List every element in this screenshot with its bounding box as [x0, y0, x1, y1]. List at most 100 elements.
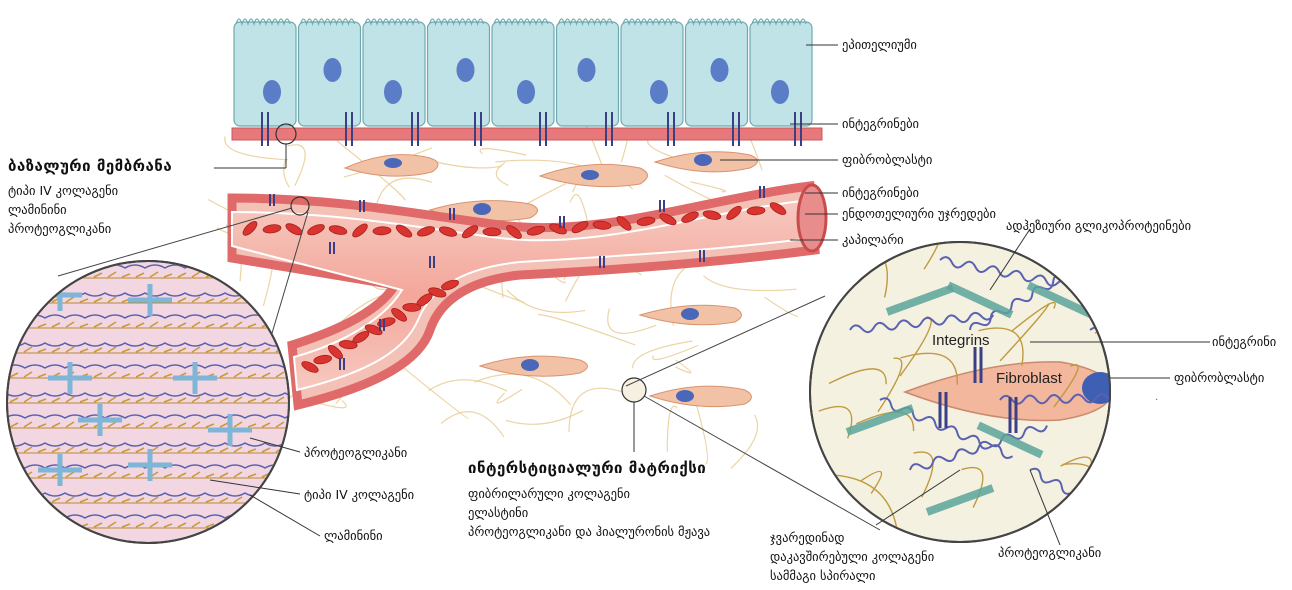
basement-membrane-item: ლამინინი	[8, 200, 118, 219]
proteoglycan-bristle	[24, 522, 32, 527]
label-proteoglycan-right: პროტეოგლიკანი	[998, 545, 1101, 561]
basement-membrane-title: ბაზალური მემბრანა	[8, 157, 172, 175]
proteoglycan-bristle	[290, 299, 298, 302]
proteoglycan-bristle	[262, 523, 270, 527]
proteoglycan-bristle	[38, 274, 46, 277]
proteoglycan-bristle	[10, 273, 18, 277]
proteoglycan-bristle	[66, 522, 74, 527]
proteoglycan-bristle	[290, 499, 298, 502]
label-integrin-right: ინტეგრინი	[1212, 334, 1276, 350]
proteoglycan-bristle	[290, 274, 298, 277]
proteoglycan-bristle	[290, 424, 298, 427]
matrix-fiber	[675, 360, 691, 373]
proteoglycan-bristle	[220, 273, 228, 277]
matrix-fiber	[653, 345, 699, 359]
crosslinked-collagen-label: ჯვარედინად დაკავშირებული კოლაგენი სამმაგ…	[770, 528, 934, 585]
red-blood-cell	[483, 228, 501, 237]
label-integrins-capillary: ინტეგრინები	[842, 185, 919, 201]
proteoglycan-bristle	[10, 473, 18, 477]
proteoglycan-bristle	[248, 299, 256, 302]
zoom-marker-matrix	[622, 378, 646, 402]
epithelium-cells	[234, 19, 812, 126]
label-fibroblast-top: ფიბრობლასტი	[842, 152, 932, 168]
matrix-fiber	[287, 145, 305, 186]
proteoglycan-bristle	[24, 297, 32, 302]
matrix-fiber	[441, 412, 504, 437]
crosslinked-collagen-line: ჯვარედინად	[770, 528, 934, 547]
proteoglycan-bristle	[248, 274, 256, 277]
interstitial-matrix-item: ელასტინი	[468, 503, 710, 522]
fibroblast-circle-label: Fibroblast	[996, 370, 1062, 387]
stray-dot: .	[1155, 392, 1158, 403]
matrix-fiber	[633, 341, 693, 368]
matrix-fiber	[667, 406, 677, 452]
matrix-fiber	[397, 362, 469, 418]
epithelial-cell	[621, 22, 683, 126]
proteoglycan-bristle	[276, 322, 284, 327]
crosslinked-collagen-line: დაკავშირებული კოლაგენი	[770, 547, 934, 566]
interstitial-matrix-item: პროტეოგლიკანი და ჰიალურონის მჟავა	[468, 522, 710, 541]
proteoglycan-bristle	[276, 472, 284, 477]
matrix-fiber	[690, 182, 725, 192]
cell-nucleus	[384, 80, 402, 104]
cell-nucleus	[771, 80, 789, 104]
epithelial-cell	[750, 22, 812, 126]
interstitial-matrix-components: ფიბრილარული კოლაგენი ელასტინი პროტეოგლიკ…	[468, 484, 710, 541]
matrix-fiber	[697, 405, 708, 464]
proteoglycan-bristle	[52, 273, 60, 277]
proteoglycan-bristle	[24, 272, 32, 277]
crosslinked-collagen-line: სამმაგი სპირალი	[770, 566, 934, 585]
matrix-fiber	[569, 388, 623, 432]
cell-nucleus	[578, 58, 596, 82]
proteoglycan-bristle	[10, 323, 18, 327]
epithelial-cell	[363, 22, 425, 126]
cell-nucleus	[711, 58, 729, 82]
cell-nucleus	[263, 80, 281, 104]
proteoglycan-bristle	[290, 324, 298, 327]
matrix-fiber	[538, 315, 635, 346]
fibroblast-zoom-nucleus	[1082, 372, 1118, 404]
proteoglycan-bristle	[290, 524, 298, 527]
proteoglycan-bristle	[10, 523, 18, 527]
interstitial-matrix-title: ინტერსტიციალური მატრიქსი	[468, 459, 706, 477]
proteoglycan-bristle	[234, 522, 242, 527]
label-fibroblast-right: ფიბრობლასტი	[1174, 370, 1264, 386]
label-proteoglycan-left: პროტეოგლიკანი	[304, 445, 407, 461]
proteoglycan-bristle	[276, 497, 284, 502]
matrix-fiber	[570, 194, 587, 221]
proteoglycan-bristle	[276, 272, 284, 277]
proteoglycan-bristle	[276, 522, 284, 527]
proteoglycan-bristle	[52, 523, 60, 527]
basement-membrane-item: ტიპი IV კოლაგენი	[8, 181, 118, 200]
proteoglycan-bristle	[10, 498, 18, 502]
proteoglycan-bristle	[38, 299, 46, 302]
red-blood-cell	[403, 303, 421, 311]
cell-nucleus	[457, 58, 475, 82]
matrix-fiber	[428, 380, 507, 391]
matrix-fiber	[764, 297, 797, 317]
integrins-circle-label: Integrins	[932, 332, 990, 349]
matrix-fiber	[731, 415, 758, 469]
triple-helix-collagen	[1089, 326, 1230, 373]
proteoglycan-bristle	[38, 524, 46, 527]
label-collagen-left: ტიპი IV კოლაგენი	[304, 487, 414, 503]
matrix-fiber	[497, 389, 522, 403]
fibroblast-cell	[650, 386, 752, 407]
cell-nucleus	[517, 80, 535, 104]
label-adhesive-glycoproteins: ადჰეზიური გლიკოპროტეინები	[1006, 218, 1191, 234]
matrix-fiber	[496, 162, 508, 185]
matrix-fiber	[480, 149, 526, 155]
matrix-fiber	[475, 374, 571, 405]
proteoglycan-bristle	[10, 298, 18, 302]
label-epithelium: ეპითელიუმი	[842, 37, 917, 53]
interstitial-matrix-item: ფიბრილარული კოლაგენი	[468, 484, 710, 503]
basement-membrane-components: ტიპი IV კოლაგენი ლამინინი პროტეოგლიკანი	[8, 181, 118, 238]
label-endothelial-cells: ენდოთელიური უჯრედები	[842, 206, 996, 222]
proteoglycan-bristle	[24, 497, 32, 502]
label-integrins-top: ინტეგრინები	[842, 116, 919, 132]
epithelial-cell	[234, 22, 296, 126]
cell-nucleus	[650, 80, 668, 104]
matrix-fiber	[704, 276, 797, 291]
proteoglycan-fiber	[1059, 495, 1098, 537]
proteoglycan-bristle	[262, 498, 270, 502]
